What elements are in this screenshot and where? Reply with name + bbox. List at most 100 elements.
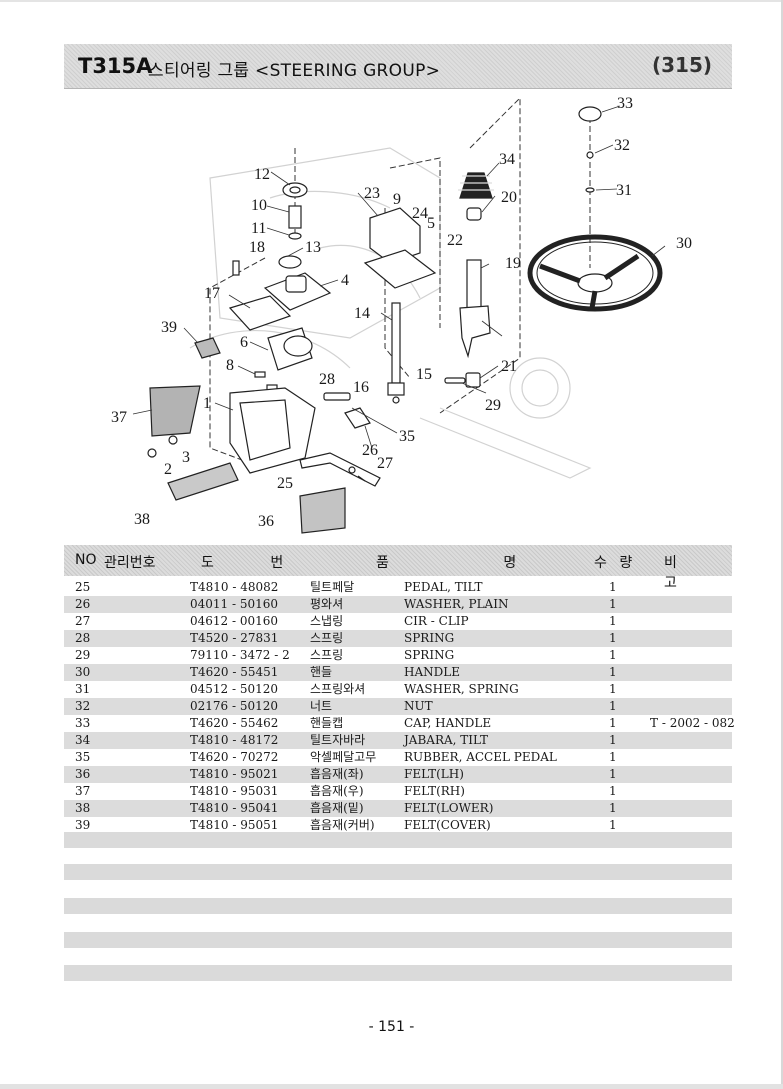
- cell-quantity: 1: [609, 750, 617, 764]
- page-edge-bottom: [0, 1084, 783, 1089]
- section-title: 스티어링 그룹 <STEERING GROUP>: [148, 61, 441, 81]
- callout-8: 8: [226, 357, 234, 374]
- callout-38: 38: [134, 511, 150, 528]
- cell-name-english: WASHER, PLAIN: [404, 597, 509, 611]
- cell-quantity: 1: [609, 631, 617, 645]
- cell-no: 34: [75, 733, 91, 747]
- callout-26: 26: [362, 442, 378, 459]
- cell-no: 36: [75, 767, 91, 781]
- cell-no: 39: [75, 818, 91, 832]
- part-shapes: [147, 106, 663, 534]
- cell-name-english: SPRING: [404, 648, 455, 662]
- callout-27: 27: [377, 455, 393, 472]
- cell-quantity: 1: [609, 682, 617, 696]
- cell-name-english: JABARA, TILT: [404, 733, 489, 747]
- cell-quantity: 1: [609, 597, 617, 611]
- callout-30: 30: [676, 235, 692, 252]
- section-header: T315A 스티어링 그룹 <STEERING GROUP> (315): [64, 44, 732, 89]
- callout-25: 25: [277, 475, 293, 492]
- callout-18: 18: [249, 239, 265, 256]
- cell-name-korean: 핸들: [310, 665, 333, 679]
- cell-no: 32: [75, 699, 91, 713]
- callout-23: 23: [364, 185, 380, 202]
- callout-35: 35: [399, 428, 415, 445]
- cell-name-korean: 너트: [310, 699, 333, 713]
- callout-15: 15: [416, 366, 432, 383]
- cell-name-english: FELT(LH): [404, 767, 464, 781]
- cell-remark: T - 2002 - 082: [650, 716, 735, 730]
- cell-name-english: FELT(LOWER): [404, 801, 494, 815]
- cell-name-korean: 스냅링: [310, 614, 344, 628]
- callout-11: 11: [251, 220, 266, 237]
- section-page-ref: (315): [651, 53, 712, 77]
- cell-name-english: PEDAL, TILT: [404, 580, 483, 594]
- table-filler-bar: [64, 832, 732, 848]
- cell-name-english: WASHER, SPRING: [404, 682, 519, 696]
- cell-quantity: 1: [609, 801, 617, 815]
- callout-5: 5: [427, 215, 435, 232]
- cell-name-english: FELT(COVER): [404, 818, 491, 832]
- page-edge-right: [781, 0, 783, 1089]
- callout-16: 16: [353, 379, 369, 396]
- part-callouts: 12 10 11 18 17 39 6 8 37 1 2 3 38 13 4 1…: [111, 95, 692, 530]
- parts-table-header: NO 관리번호 도 번 품 명 수 량 비 고: [64, 545, 732, 591]
- callout-4: 4: [341, 272, 349, 289]
- cell-name-english: HANDLE: [404, 665, 460, 679]
- callout-13: 13: [305, 239, 321, 256]
- cell-name-korean: 악셀페달고무: [310, 750, 377, 764]
- cell-name-korean: 흡음재(우): [310, 784, 364, 798]
- callout-29: 29: [485, 397, 501, 414]
- table-filler-bar: [64, 965, 732, 981]
- cell-no: 26: [75, 597, 91, 611]
- cell-quantity: 1: [609, 818, 617, 832]
- callout-33: 33: [617, 95, 633, 112]
- callout-31: 31: [616, 182, 632, 199]
- cell-no: 28: [75, 631, 91, 645]
- callout-32: 32: [614, 137, 630, 154]
- column-header-part-name: 품 명: [376, 555, 572, 571]
- cell-no: 27: [75, 614, 91, 628]
- cell-part-number: 79110 - 3472 - 2: [190, 648, 290, 662]
- callout-20: 20: [501, 189, 517, 206]
- page-edge-top: [0, 0, 783, 2]
- cell-quantity: 1: [609, 648, 617, 662]
- cell-name-korean: 스프링와셔: [310, 682, 366, 696]
- cell-name-english: FELT(RH): [404, 784, 465, 798]
- cell-name-english: RUBBER, ACCEL PEDAL: [404, 750, 557, 764]
- callout-28: 28: [319, 371, 335, 388]
- callout-14: 14: [354, 305, 370, 322]
- callout-24: 24: [412, 205, 428, 222]
- callout-10: 10: [251, 197, 267, 214]
- callout-3: 3: [182, 449, 190, 466]
- cell-part-number: T4810 - 95051: [190, 818, 279, 832]
- table-filler-bar: [64, 864, 732, 880]
- cell-name-korean: 평와셔: [310, 597, 344, 611]
- callout-12: 12: [254, 166, 270, 183]
- cell-quantity: 1: [609, 699, 617, 713]
- callout-36: 36: [258, 513, 274, 530]
- cell-name-korean: 흡음재(좌): [310, 767, 364, 781]
- cell-part-number: 04512 - 50120: [190, 682, 279, 696]
- callout-19: 19: [505, 255, 521, 272]
- cell-quantity: 1: [609, 733, 617, 747]
- cell-part-number: 02176 - 50120: [190, 699, 279, 713]
- cell-part-number: T4810 - 95041: [190, 801, 279, 815]
- callout-6: 6: [240, 334, 248, 351]
- cell-name-korean: 틸트자바라: [310, 733, 366, 747]
- column-header-mgmt-no: 관리번호: [104, 555, 156, 571]
- callout-39: 39: [161, 319, 177, 336]
